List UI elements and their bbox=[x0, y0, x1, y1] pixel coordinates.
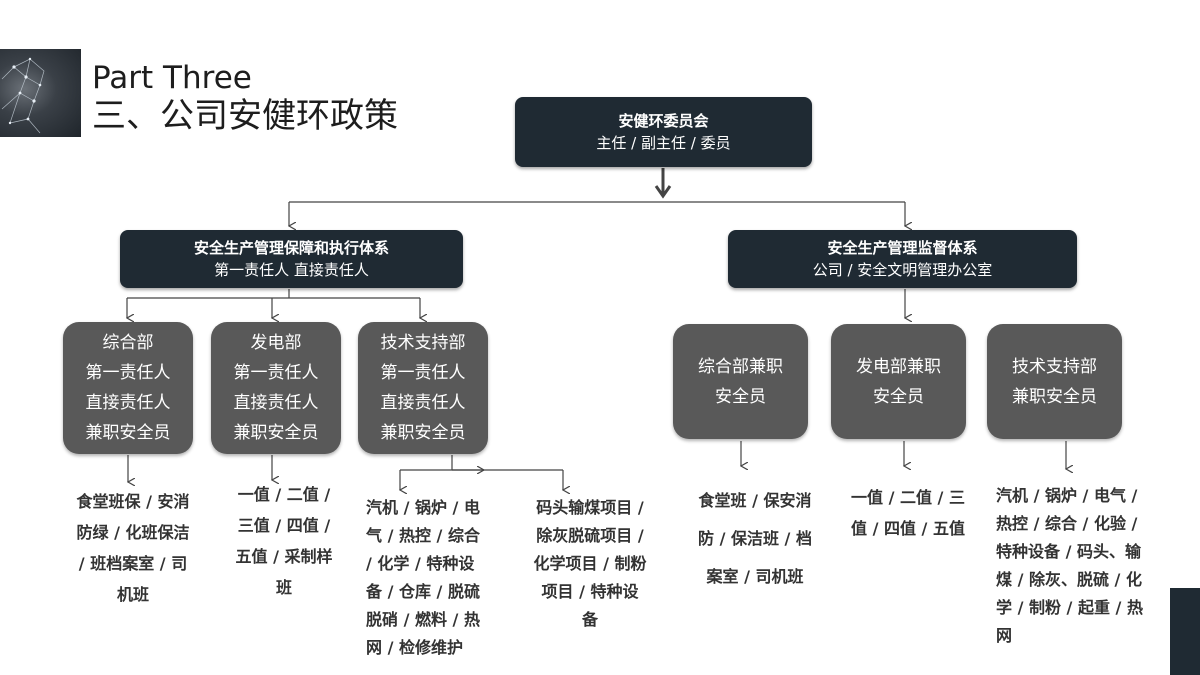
dept-line: 发电部兼职 bbox=[856, 356, 941, 377]
dept-line: 兼职安全员 bbox=[380, 423, 466, 443]
team-line: 食堂班 / 保安消 bbox=[698, 491, 812, 510]
team-line: 机班 bbox=[116, 585, 149, 604]
team-line: 一值 / 二值 / bbox=[237, 485, 331, 504]
exec-general-teams: 食堂班保 / 安消 防绿 / 化班保洁 / 班档案室 / 司 机班 bbox=[68, 486, 198, 610]
dept-line: 第一责任人 bbox=[233, 363, 319, 383]
team-line: 一值 / 二值 / 三 bbox=[851, 488, 965, 507]
exec-tech-teams-b: 码头输煤项目 / 除灰脱硫项目 / 化学项目 / 制粉 项目 / 特种设 备 bbox=[524, 494, 656, 634]
team-line: 气 / 热控 / 综合 bbox=[366, 526, 480, 545]
team-line: 防 / 保洁班 / 档 bbox=[698, 529, 812, 548]
dept-line: 第一责任人 bbox=[85, 363, 171, 383]
team-line: 三值 / 四值 / bbox=[237, 516, 331, 535]
dept-line: 直接责任人 bbox=[85, 393, 171, 413]
network-figure-icon bbox=[1, 57, 45, 134]
dept-line: 综合部 bbox=[102, 333, 154, 353]
header-logo-image bbox=[0, 49, 81, 137]
dept-line: 安全员 bbox=[715, 386, 766, 407]
dept-line: 直接责任人 bbox=[380, 393, 466, 413]
team-line: / 班档案室 / 司 bbox=[78, 554, 188, 573]
team-line: / 化学 / 特种设 bbox=[366, 554, 475, 573]
team-line: 食堂班保 / 安消 bbox=[76, 492, 190, 511]
team-line: 特种设备 / 码头、输 bbox=[996, 542, 1141, 561]
exec-power-teams: 一值 / 二值 / 三值 / 四值 / 五值 / 采制样 班 bbox=[226, 479, 342, 603]
sup-dept-power: 发电部兼职 安全员 bbox=[831, 324, 966, 439]
dept-line: 兼职安全员 bbox=[233, 423, 319, 443]
sup-system-subtitle: 公司 / 安全文明管理办公室 bbox=[812, 261, 993, 279]
team-line: 备 bbox=[581, 610, 598, 629]
team-line: 化学项目 / 制粉 bbox=[533, 554, 647, 573]
corner-decoration-bar bbox=[1170, 588, 1200, 675]
team-line: 五值 / 采制样 bbox=[235, 547, 333, 566]
dept-line: 技术支持部 bbox=[1012, 356, 1097, 377]
sup-system-title: 安全生产管理监督体系 bbox=[827, 239, 978, 257]
sup-dept-tech: 技术支持部 兼职安全员 bbox=[987, 324, 1122, 439]
dept-line: 综合部兼职 bbox=[698, 356, 783, 377]
dept-line: 兼职安全员 bbox=[85, 423, 171, 443]
exec-system-subtitle: 第一责任人 直接责任人 bbox=[214, 261, 369, 279]
team-line: 备 / 仓库 / 脱硫 bbox=[366, 582, 480, 601]
dept-line: 技术支持部 bbox=[380, 333, 466, 353]
team-line: 煤 / 除灰、脱硫 / 化 bbox=[996, 570, 1142, 589]
committee-title: 安健环委员会 bbox=[618, 112, 709, 130]
sup-system-box: 安全生产管理监督体系 公司 / 安全文明管理办公室 bbox=[728, 230, 1077, 288]
dept-line: 兼职安全员 bbox=[1012, 386, 1097, 407]
team-line: 除灰脱硫项目 / bbox=[536, 526, 644, 545]
committee-members: 主任 / 副主任 / 委员 bbox=[596, 134, 731, 152]
dept-line: 直接责任人 bbox=[233, 393, 319, 413]
sup-dept-general: 综合部兼职 安全员 bbox=[673, 324, 808, 439]
team-line: 脱硝 / 燃料 / 热 bbox=[366, 610, 480, 629]
exec-system-title: 安全生产管理保障和执行体系 bbox=[193, 239, 389, 257]
team-line: 案室 / 司机班 bbox=[706, 567, 804, 586]
sup-tech-teams: 汽机 / 锅炉 / 电气 / 热控 / 综合 / 化验 / 特种设备 / 码头、… bbox=[996, 482, 1162, 650]
section-title: 三、公司安健环政策 bbox=[92, 96, 398, 136]
sup-general-teams: 食堂班 / 保安消 防 / 保洁班 / 档 案室 / 司机班 bbox=[690, 482, 820, 596]
dept-line: 安全员 bbox=[873, 386, 924, 407]
team-line: 班 bbox=[275, 578, 292, 597]
exec-dept-power: 发电部 第一责任人 直接责任人 兼职安全员 bbox=[211, 322, 341, 454]
team-line: 学 / 制粉 / 起重 / 热 bbox=[996, 598, 1143, 617]
team-line: 项目 / 特种设 bbox=[541, 582, 639, 601]
part-label: Part Three bbox=[92, 60, 252, 96]
dept-line: 第一责任人 bbox=[380, 363, 466, 383]
team-line: 码头输煤项目 / bbox=[536, 498, 644, 517]
team-line: 防绿 / 化班保洁 bbox=[76, 523, 190, 542]
team-line: 值 / 四值 / 五值 bbox=[851, 519, 965, 538]
exec-dept-tech: 技术支持部 第一责任人 直接责任人 兼职安全员 bbox=[358, 322, 488, 454]
team-line: 汽机 / 锅炉 / 电气 / bbox=[996, 486, 1138, 505]
team-line: 汽机 / 锅炉 / 电 bbox=[366, 498, 480, 517]
exec-tech-teams-a: 汽机 / 锅炉 / 电 气 / 热控 / 综合 / 化学 / 特种设 备 / 仓… bbox=[366, 494, 500, 662]
team-line: 网 / 检修维护 bbox=[366, 638, 463, 657]
exec-dept-general: 综合部 第一责任人 直接责任人 兼职安全员 bbox=[63, 322, 193, 454]
team-line: 热控 / 综合 / 化验 / bbox=[996, 514, 1138, 533]
dept-line: 发电部 bbox=[250, 333, 302, 353]
sup-power-teams: 一值 / 二值 / 三 值 / 四值 / 五值 bbox=[843, 482, 973, 544]
committee-box: 安健环委员会 主任 / 副主任 / 委员 bbox=[515, 97, 812, 167]
exec-system-box: 安全生产管理保障和执行体系 第一责任人 直接责任人 bbox=[120, 230, 463, 288]
team-line: 网 bbox=[996, 626, 1013, 645]
